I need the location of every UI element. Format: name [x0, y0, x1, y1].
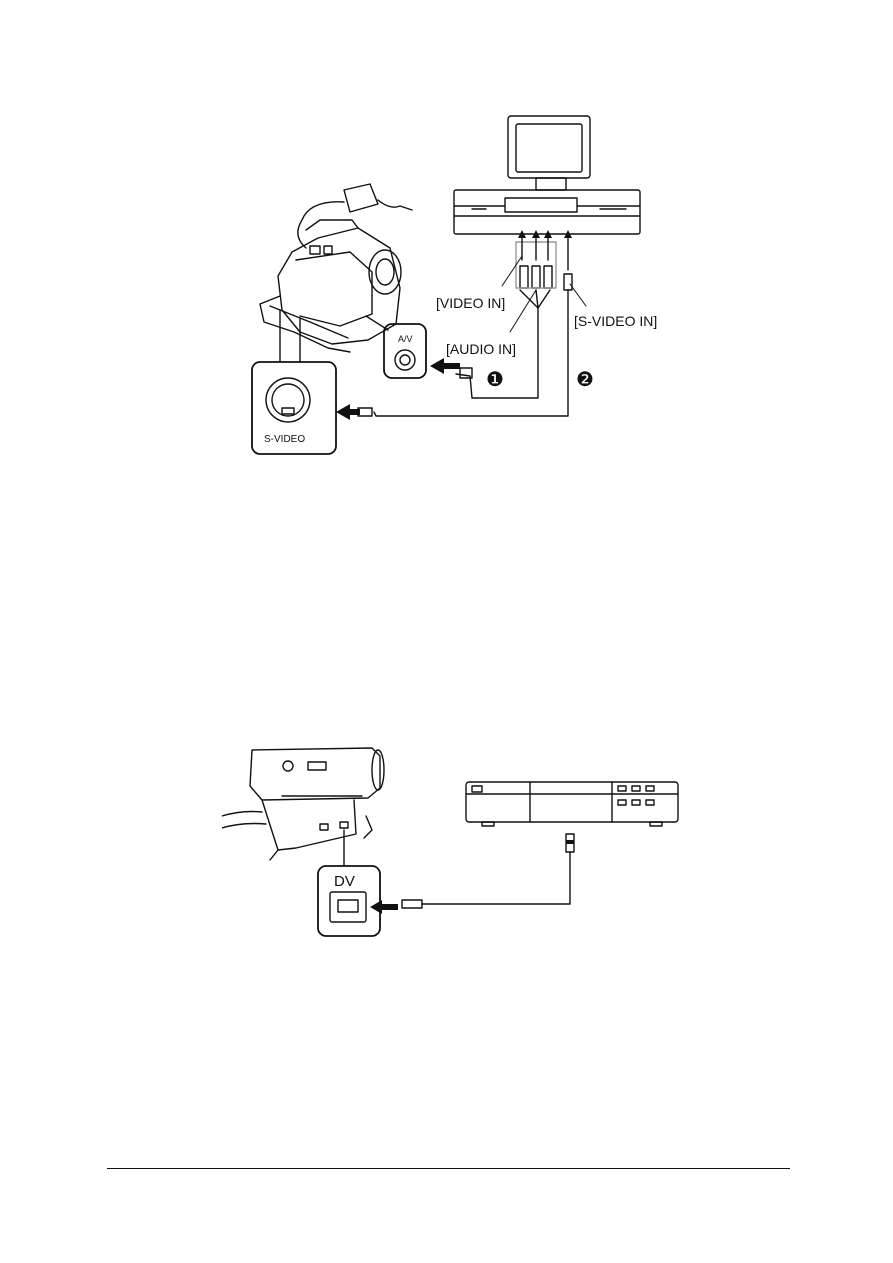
- audio-in-label: [AUDIO IN]: [446, 341, 516, 357]
- av-jack-label: A/V: [398, 334, 413, 344]
- dv-connection-figure: DV: [222, 740, 684, 940]
- camcorder-side-illustration: [222, 747, 385, 861]
- dv-cable: [401, 833, 575, 909]
- av-cable: [455, 289, 551, 399]
- dv-jack-inset: [317, 829, 381, 937]
- dv-recorder-illustration: [465, 781, 679, 827]
- dv-jack-label: DV: [334, 873, 355, 890]
- s-video-in-label: [S-VIDEO IN]: [574, 313, 657, 329]
- tv-illustration: [507, 115, 591, 191]
- camcorder-illustration: [259, 183, 413, 353]
- av-connection-figure: [VIDEO IN] [AUDIO IN] [S-VIDEO IN] A/V S…: [240, 110, 680, 460]
- input-arrows: [521, 235, 569, 271]
- callout-2: ❷: [576, 369, 594, 391]
- av-jack-inset: [365, 315, 427, 379]
- dv-connection-diagram: DV: [222, 747, 679, 937]
- s-video-jack-inset: [251, 309, 337, 455]
- footer-rule: [107, 1168, 790, 1169]
- video-in-label: [VIDEO IN]: [436, 295, 505, 311]
- av-connection-diagram: [VIDEO IN] [AUDIO IN] [S-VIDEO IN] A/V S…: [251, 115, 657, 455]
- s-video-jack-label: S-VIDEO: [264, 434, 305, 445]
- callout-1: ❶: [486, 369, 504, 391]
- vcr-illustration: [453, 189, 641, 235]
